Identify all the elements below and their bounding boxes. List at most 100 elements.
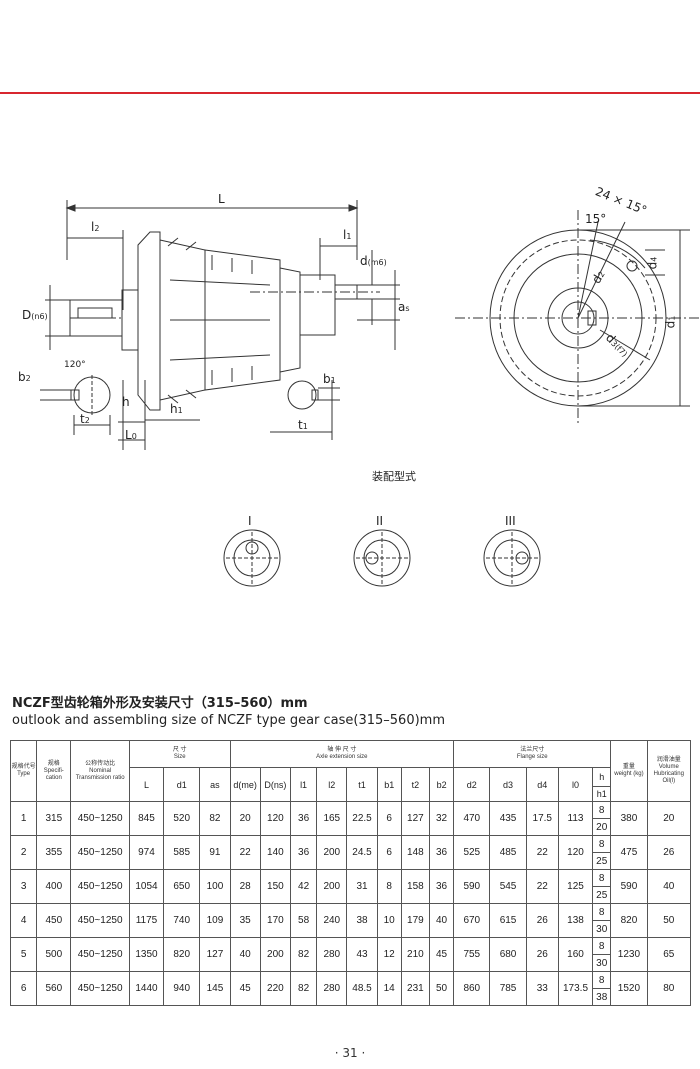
cell-L: 1054: [128, 869, 165, 904]
cell-spec: 450: [36, 903, 72, 938]
cell-b1: 6: [376, 801, 402, 836]
cell-t2: 148: [400, 835, 430, 870]
col-t1: t1: [346, 767, 378, 802]
cell-type: 2: [9, 835, 38, 870]
cell-type: 6: [9, 971, 38, 1006]
cell-d1: 585: [163, 835, 201, 870]
dim-label-L0: L0: [125, 428, 137, 442]
cell-weight: 1520: [610, 971, 648, 1006]
cell-t1: 22.5: [346, 801, 378, 836]
gearbox-outline-drawing: [40, 200, 700, 587]
cell-ratio: 450~1250: [70, 869, 130, 904]
cell-b2: 40: [428, 903, 455, 938]
cell-d4: 26: [525, 937, 559, 972]
col-d4: d4: [525, 767, 559, 802]
cell-h: 8: [592, 835, 612, 853]
cell-b2: 36: [428, 835, 455, 870]
cell-l1: 82: [289, 937, 318, 972]
cell-b2: 50: [428, 971, 455, 1006]
dim-label-t1: t1: [298, 418, 308, 432]
cell-d1: 740: [163, 903, 201, 938]
cell-as: 91: [199, 835, 231, 870]
col-d2: d2: [453, 767, 491, 802]
dim-label-b2: b2: [18, 370, 31, 384]
cell-h1: 30: [592, 920, 612, 938]
assembly-type-1: I: [248, 514, 252, 528]
cell-d2: 590: [453, 869, 491, 904]
dim-label-d1: d1: [663, 315, 678, 329]
cell-d1: 820: [163, 937, 201, 972]
dim-label-as: as: [398, 300, 410, 314]
cell-b1: 10: [376, 903, 402, 938]
page-number: · 31 ·: [334, 1046, 366, 1060]
cell-b1: 6: [376, 835, 402, 870]
cell-h: 8: [592, 903, 612, 921]
cell-L: 974: [128, 835, 165, 870]
assembly-type-3: III: [505, 514, 516, 528]
cell-weight: 475: [610, 835, 648, 870]
cell-spec: 355: [36, 835, 72, 870]
cell-ratio: 450~1250: [70, 801, 130, 836]
cell-d1: 940: [163, 971, 201, 1006]
cell-b1: 8: [376, 869, 402, 904]
cell-h: 8: [592, 869, 612, 887]
cell-t1: 24.5: [346, 835, 378, 870]
cell-t2: 231: [400, 971, 430, 1006]
table-header-row: 规格代号 Type 规格 Specifi-cation 公称传动比 Nomina…: [9, 740, 692, 802]
cell-as: 82: [199, 801, 231, 836]
cell-h1: 25: [592, 852, 612, 870]
col-l0: l0: [557, 767, 594, 802]
cell-d1: 650: [163, 869, 201, 904]
col-d1: d1: [163, 767, 201, 802]
cell-t1: 48.5: [346, 971, 378, 1006]
cell-type: 5: [9, 937, 38, 972]
cell-weight: 1230: [610, 937, 648, 972]
cell-spec: 400: [36, 869, 72, 904]
cell-d2: 525: [453, 835, 491, 870]
cell-l2: 280: [316, 971, 348, 1006]
dim-label-l2: l2: [91, 220, 100, 234]
col-t2: t2: [400, 767, 430, 802]
cell-l0: 160: [557, 937, 594, 972]
col-b2: b2: [428, 767, 455, 802]
cell-d4: 17.5: [525, 801, 559, 836]
dim-label-D-n6: D(n6): [22, 308, 48, 322]
cell-l2: 240: [316, 903, 348, 938]
cell-type: 4: [9, 903, 38, 938]
cell-l0: 173.5: [557, 971, 594, 1006]
cell-spec: 315: [36, 801, 72, 836]
col-dme: d(me): [229, 767, 261, 802]
cell-d2: 470: [453, 801, 491, 836]
cell-ratio: 450~1250: [70, 835, 130, 870]
cell-type: 3: [9, 869, 38, 904]
dim-label-t2: t2: [80, 412, 90, 426]
cell-t1: 31: [346, 869, 378, 904]
dim-label-L: L: [218, 192, 225, 206]
cell-l2: 200: [316, 869, 348, 904]
cell-d4: 22: [525, 835, 559, 870]
cell-t2: 210: [400, 937, 430, 972]
cell-d4: 26: [525, 903, 559, 938]
cell-dme: 22: [229, 835, 261, 870]
cell-L: 845: [128, 801, 165, 836]
cell-h1: 38: [592, 988, 612, 1006]
col-l1: l1: [289, 767, 318, 802]
cell-as: 109: [199, 903, 231, 938]
col-d3: d3: [489, 767, 527, 802]
cell-dme: 40: [229, 937, 261, 972]
cell-spec: 560: [36, 971, 72, 1006]
cell-l1: 82: [289, 971, 318, 1006]
cell-oil: 20: [646, 801, 692, 836]
cell-l2: 200: [316, 835, 348, 870]
cell-d2: 670: [453, 903, 491, 938]
cell-b2: 45: [428, 937, 455, 972]
cell-d3: 680: [489, 937, 527, 972]
cell-L: 1175: [128, 903, 165, 938]
col-l2: l2: [316, 767, 348, 802]
cell-l2: 280: [316, 937, 348, 972]
cell-dme: 45: [229, 971, 261, 1006]
table-row-sub: 38: [11, 988, 691, 1006]
dim-label-b1: b1: [323, 372, 336, 386]
